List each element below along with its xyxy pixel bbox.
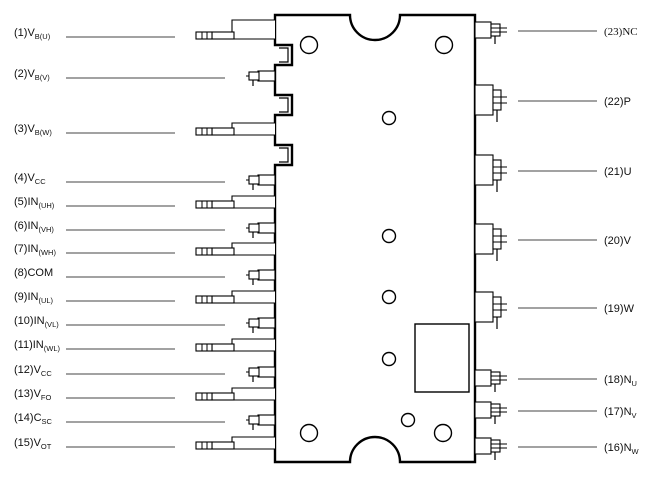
pin-label-19: (19)W [604, 303, 635, 315]
right-pin-21 [474, 154, 507, 192]
left-pin-15 [195, 436, 275, 450]
left-pin-12 [246, 366, 276, 382]
right-pin-16 [474, 437, 507, 460]
left-pin-5 [195, 195, 275, 209]
pin-label-7: (7)IN(WH) [14, 243, 56, 257]
left-pin-4 [246, 174, 276, 190]
left-pin-13 [195, 387, 275, 401]
left-pin-9 [195, 290, 275, 304]
pin-label-5: (5)IN(UH) [14, 196, 55, 210]
pin-label-9: (9)IN(UL) [14, 291, 54, 305]
left-pin-8 [246, 269, 276, 285]
left-pin-10 [246, 317, 276, 333]
notch-inner-lines [279, 47, 289, 163]
left-pin-labels: (1)VB(U) (2)VB(V) (3)VB(W) (4)VCC (5)IN(UH) (… [14, 27, 225, 451]
pin-label-20: (20)V [604, 235, 632, 247]
left-pin-2 [246, 70, 276, 86]
left-pin-7 [195, 242, 275, 256]
marker-hole [381, 228, 397, 244]
pin-label-2: (2)VB(V) [14, 68, 50, 82]
pin-label-16: (16)NW [604, 442, 640, 456]
pin-label-17: (17)NV [604, 406, 637, 420]
right-pin-labels: (23)NC (22)P (21)U (20)V (19)W (18)NU (17)NV (1… [518, 26, 640, 456]
left-pin-3 [195, 122, 275, 136]
marker-hole [400, 412, 416, 428]
right-pin-20 [474, 223, 507, 261]
pin-label-13: (13)VFO [14, 388, 51, 402]
pin-label-4: (4)VCC [14, 172, 46, 186]
right-pin-18 [474, 369, 507, 392]
marker-hole [381, 110, 397, 126]
pin-label-12: (12)VCC [14, 364, 52, 378]
marker-hole [381, 289, 397, 305]
thermistor-block [414, 323, 470, 393]
mounting-hole [299, 423, 319, 443]
right-pin-22 [474, 84, 507, 122]
left-pin-1 [195, 19, 275, 40]
mounting-holes [299, 35, 454, 443]
mounting-hole [434, 35, 454, 55]
pin-label-8: (8)COM [14, 267, 53, 279]
pin-label-3: (3)VB(W) [14, 123, 52, 137]
pin-label-11: (11)IN(WL) [14, 339, 60, 353]
right-pin-group [474, 21, 507, 460]
left-pin-11 [195, 338, 275, 352]
pin-label-18: (18)NU [604, 374, 637, 388]
mounting-hole [299, 35, 319, 55]
left-pin-14 [246, 414, 276, 430]
mounting-hole [433, 423, 453, 443]
right-pin-23 [474, 21, 507, 44]
left-pin-6 [246, 222, 276, 238]
pin-label-10: (10)IN(VL) [14, 315, 59, 329]
right-pin-19 [474, 291, 507, 329]
pin-label-1: (1)VB(U) [14, 27, 51, 41]
pin-label-15: (15)VOT [14, 437, 52, 451]
pin-label-23: (23)NC [604, 26, 638, 38]
pin-label-22: (22)P [604, 96, 631, 108]
left-pin-group [195, 19, 276, 450]
right-pin-17 [474, 401, 507, 424]
pin-label-14: (14)CSC [14, 412, 53, 426]
pin-label-21: (21)U [604, 166, 632, 178]
pin-label-6: (6)IN(VH) [14, 220, 54, 234]
marker-hole [381, 351, 397, 367]
package-outline [273, 13, 477, 464]
